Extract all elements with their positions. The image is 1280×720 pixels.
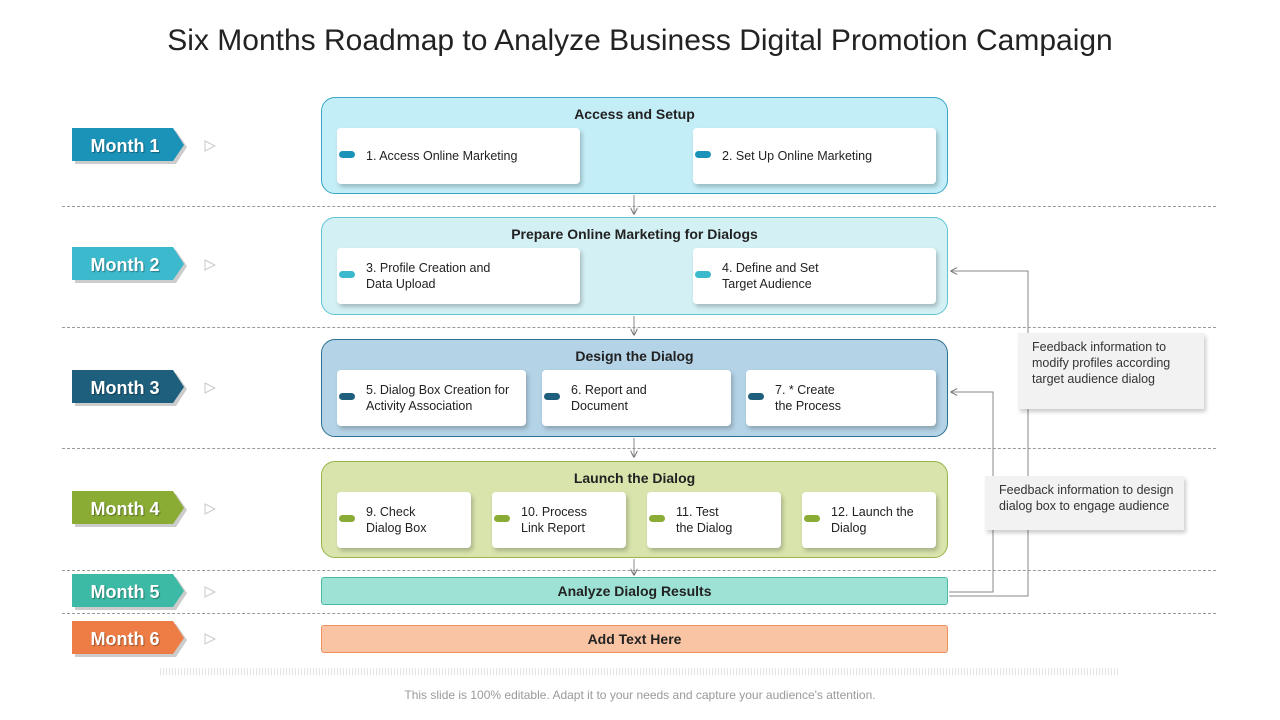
- month-5-label: Month 5: [90, 582, 160, 602]
- step-label: 12. Launch the Dialog: [831, 505, 914, 535]
- feedback-note-profiles: Feedback information to modify profiles …: [1018, 333, 1204, 409]
- divider: [62, 327, 1216, 328]
- pill-marker-icon: [339, 393, 355, 400]
- step-label: 9. Check Dialog Box: [366, 505, 427, 535]
- month-1-tag: Month 1: [72, 128, 188, 164]
- phase-title: Design the Dialog: [575, 348, 694, 364]
- step-card: 2. Set Up Online Marketing: [693, 128, 936, 184]
- triangle-marker-icon: [204, 382, 216, 394]
- pill-marker-icon: [494, 515, 510, 522]
- step-card: 6. Report and Document: [542, 370, 731, 426]
- month-1-tag-arrow: [72, 128, 184, 161]
- step-label: 5. Dialog Box Creation for Activity Asso…: [366, 383, 510, 413]
- month-6-tag: Month 6: [72, 621, 188, 657]
- divider: [62, 613, 1216, 614]
- step-card: 11. Test the Dialog: [647, 492, 781, 548]
- pill-marker-icon: [544, 393, 560, 400]
- step-label: 3. Profile Creation and Data Upload: [366, 261, 491, 291]
- month-6-label: Month 6: [90, 629, 160, 649]
- feedback-loop-outer: [949, 271, 1029, 597]
- pill-marker-icon: [339, 515, 355, 522]
- step-card: 1. Access Online Marketing: [337, 128, 580, 184]
- triangle-marker-icon: [204, 503, 216, 515]
- step-card: 10. Process Link Report: [492, 492, 626, 548]
- add-text-bar: Add Text Here: [321, 625, 948, 653]
- decorative-hatch: [160, 668, 1120, 675]
- month-3-label: Month 3: [90, 378, 160, 398]
- phase-panel-launch-dialog: Launch the Dialog 9. Check Dialog Box 10…: [321, 461, 948, 558]
- step-label: 4. Define and Set Target Audience: [722, 261, 819, 291]
- step-label: 2. Set Up Online Marketing: [722, 149, 873, 163]
- phase-title: Launch the Dialog: [573, 470, 696, 486]
- month-2-tag: Month 2: [72, 247, 188, 283]
- step-card: 12. Launch the Dialog: [802, 492, 936, 548]
- analyze-results-bar: Analyze Dialog Results: [321, 577, 948, 605]
- pill-marker-icon: [804, 515, 820, 522]
- month-4-tag-arrow: [72, 491, 184, 524]
- pill-marker-icon: [649, 515, 665, 522]
- month-5-tag: Month 5: [72, 574, 188, 610]
- month-2-label: Month 2: [90, 255, 160, 275]
- month-4-tag: Month 4: [72, 491, 188, 527]
- step-label: 7. * Create the Process: [775, 383, 842, 413]
- triangle-marker-icon: [204, 586, 216, 598]
- step-label: 11. Test the Dialog: [676, 505, 733, 535]
- month-5-tag-arrow: [72, 574, 184, 607]
- phase-panel-access-setup: Access and Setup 1. Access Online Market…: [321, 97, 948, 194]
- phase-panel-design-dialog: Design the Dialog 5. Dialog Box Creation…: [321, 339, 948, 437]
- footer-note: This slide is 100% editable. Adapt it to…: [404, 688, 876, 702]
- divider: [62, 570, 1216, 571]
- month-3-tag-arrow: [72, 370, 184, 403]
- pill-marker-icon: [748, 393, 764, 400]
- month-3-tag: Month 3: [72, 370, 188, 406]
- triangle-marker-icon: [204, 140, 216, 152]
- step-label: 6. Report and Document: [571, 383, 647, 413]
- pill-marker-icon: [339, 151, 355, 158]
- slide-title: Six Months Roadmap to Analyze Business D…: [167, 24, 1113, 57]
- month-1-label: Month 1: [90, 136, 160, 156]
- divider: [62, 206, 1216, 207]
- step-card: 4. Define and Set Target Audience: [693, 248, 936, 304]
- pill-marker-icon: [339, 271, 355, 278]
- phase-title: Access and Setup: [574, 106, 695, 122]
- pill-marker-icon: [695, 151, 711, 158]
- divider: [62, 448, 1216, 449]
- month-6-tag-arrow: [72, 621, 184, 654]
- triangle-marker-icon: [204, 259, 216, 271]
- phase-panel-prepare-online-marketing: Prepare Online Marketing for Dialogs 3. …: [321, 217, 948, 315]
- step-label: 1. Access Online Marketing: [366, 149, 518, 163]
- step-label: 10. Process Link Report: [521, 505, 588, 535]
- step-card: 5. Dialog Box Creation for Activity Asso…: [337, 370, 526, 426]
- month-2-tag-arrow: [72, 247, 184, 280]
- triangle-marker-icon: [204, 633, 216, 645]
- pill-marker-icon: [695, 271, 711, 278]
- feedback-note-dialog-box: Feedback information to design dialog bo…: [985, 476, 1184, 530]
- step-card: 7. * Create the Process: [746, 370, 936, 426]
- step-card: 9. Check Dialog Box: [337, 492, 471, 548]
- step-card: 3. Profile Creation and Data Upload: [337, 248, 580, 304]
- phase-title: Prepare Online Marketing for Dialogs: [511, 226, 758, 242]
- month-4-label: Month 4: [90, 499, 160, 519]
